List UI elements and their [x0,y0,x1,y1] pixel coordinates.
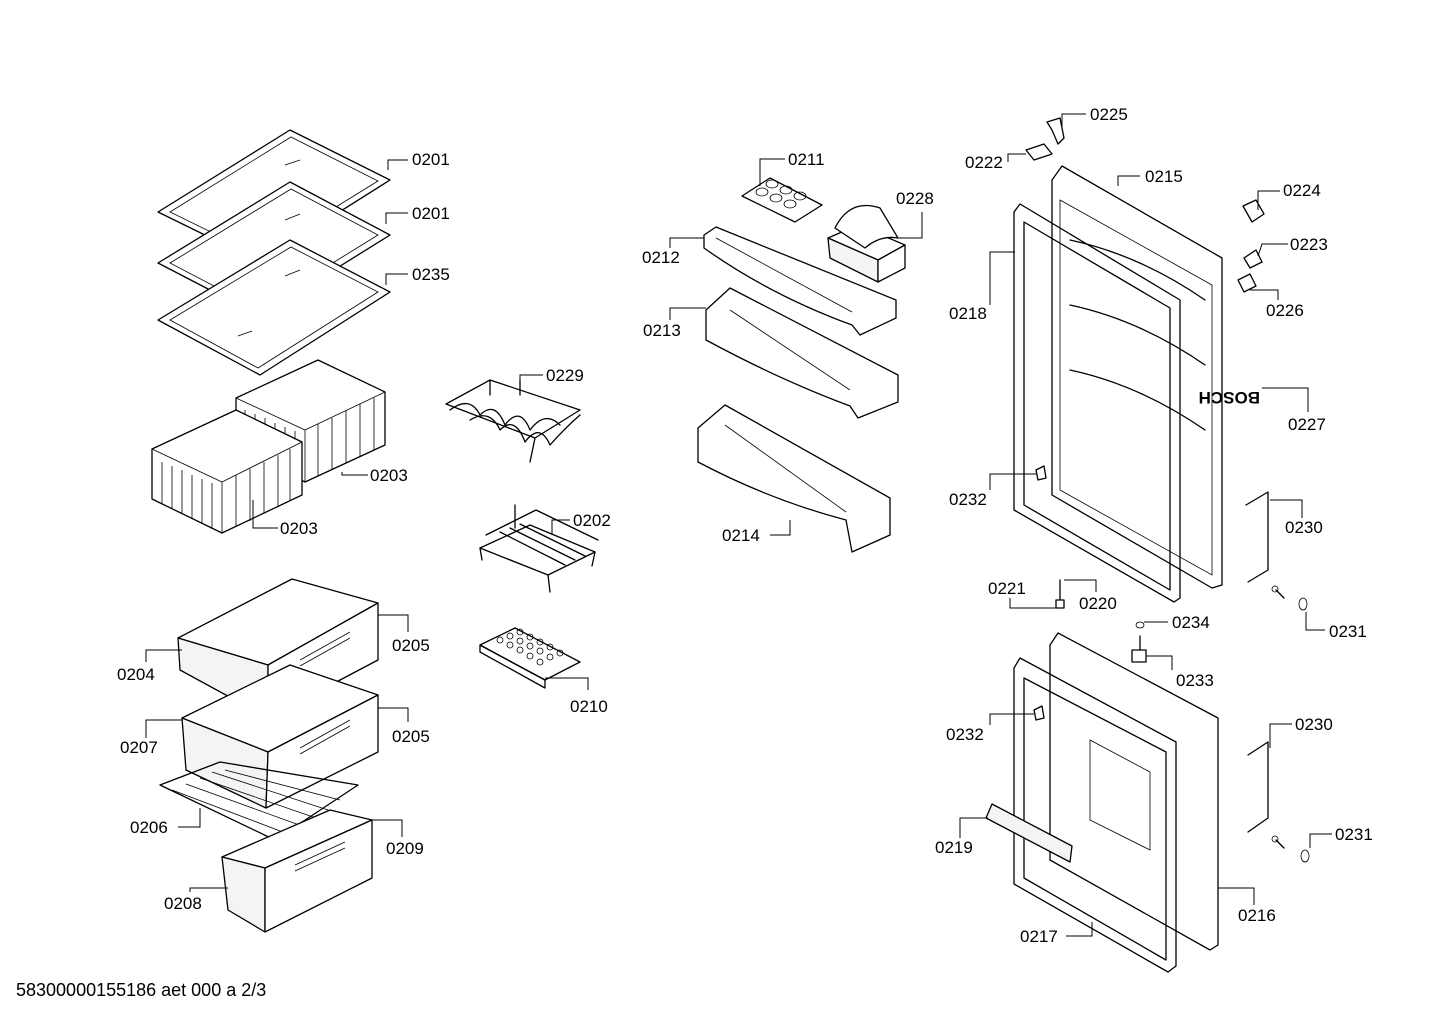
door-handle-upper [1245,491,1269,583]
wine-rack [445,379,581,463]
drawer-middle [181,664,379,809]
bracket-small [1243,249,1263,269]
part-label: 0209 [386,839,424,858]
part-label: 0223 [1290,235,1328,254]
part-label: 0217 [1020,927,1058,946]
part-label: 0231 [1335,825,1373,844]
door-stop-lower [1033,705,1045,721]
part-label: 0229 [546,366,584,385]
part-label: 0201 [412,150,450,169]
cover-cap-right [1242,199,1265,223]
part-label: 0202 [573,511,611,530]
part-label: 0204 [117,665,155,684]
part-label: 0221 [988,579,1026,598]
drawer-upper [177,578,379,719]
part-label: 0215 [1145,167,1183,186]
part-label: 0225 [1090,105,1128,124]
hinge-cover [1025,143,1053,161]
document-id: 58300000155186 aet 000 a 2/3 [16,980,267,1000]
part-label: 0219 [935,838,973,857]
door-bin-bottom [697,404,891,553]
part-label: 0227 [1288,415,1326,434]
washer-upper [1298,597,1308,611]
hinge-washer-small [1135,621,1145,629]
fridge-door-panel [1051,165,1223,589]
wire-basket-front [151,409,303,534]
part-label: 0211 [788,150,825,169]
door-bin-middle [705,287,899,419]
part-label: 0212 [642,248,680,267]
middle-hinge [1131,635,1147,663]
part-label: 0213 [643,321,681,340]
drawer-lower [221,809,373,933]
part-label: 0203 [370,466,408,485]
part-label: 0210 [570,697,608,716]
door-bin-top [703,226,897,336]
screw-lower [1271,835,1285,849]
wire-shelf-grid [159,761,359,841]
part-label: 0214 [722,526,760,545]
part-label: 0231 [1329,622,1367,641]
part-label: 0222 [965,153,1003,172]
part-label: 0216 [1238,906,1276,925]
door-handle-lower [1247,741,1269,833]
part-label: 0207 [120,738,158,757]
part-label: 0224 [1283,181,1321,200]
ice-cube-tray [479,627,581,689]
freezer-handle-strip [985,803,1073,863]
hinge-pin [1055,579,1065,609]
leader-lines [145,113,1332,937]
egg-tray [741,177,823,223]
brand-lettering: BOSCH [1199,388,1260,407]
part-label: 0232 [949,490,987,509]
part-label: 0203 [280,519,318,538]
part-label: 0226 [1266,301,1304,320]
part-label: 0230 [1295,715,1333,734]
washer-lower [1300,849,1310,863]
hinge-top [1046,117,1065,145]
part-labels: 0201 0201 0235 0203 0203 0229 0202 0210 … [117,105,1373,946]
part-label: 0235 [412,265,450,284]
square-pad [1237,273,1257,293]
part-label: 0228 [896,189,934,208]
part-label: 0205 [392,636,430,655]
part-label: 0206 [130,818,168,837]
part-label: 0230 [1285,518,1323,537]
screw-upper [1271,585,1285,599]
part-label: 0233 [1176,671,1214,690]
fridge-door-gasket [1013,203,1181,603]
door-stop-upper [1035,465,1047,481]
freezer-door-gasket [1013,657,1177,973]
part-label: 0205 [392,727,430,746]
part-label: 0220 [1079,594,1117,613]
part-label: 0201 [412,204,450,223]
butter-compartment [827,204,906,283]
glass-shelf-bottom [157,239,391,376]
part-label: 0232 [946,725,984,744]
wire-rack [479,504,599,593]
part-label: 0218 [949,304,987,323]
part-label: 0234 [1172,613,1210,632]
part-label: 0208 [164,894,202,913]
